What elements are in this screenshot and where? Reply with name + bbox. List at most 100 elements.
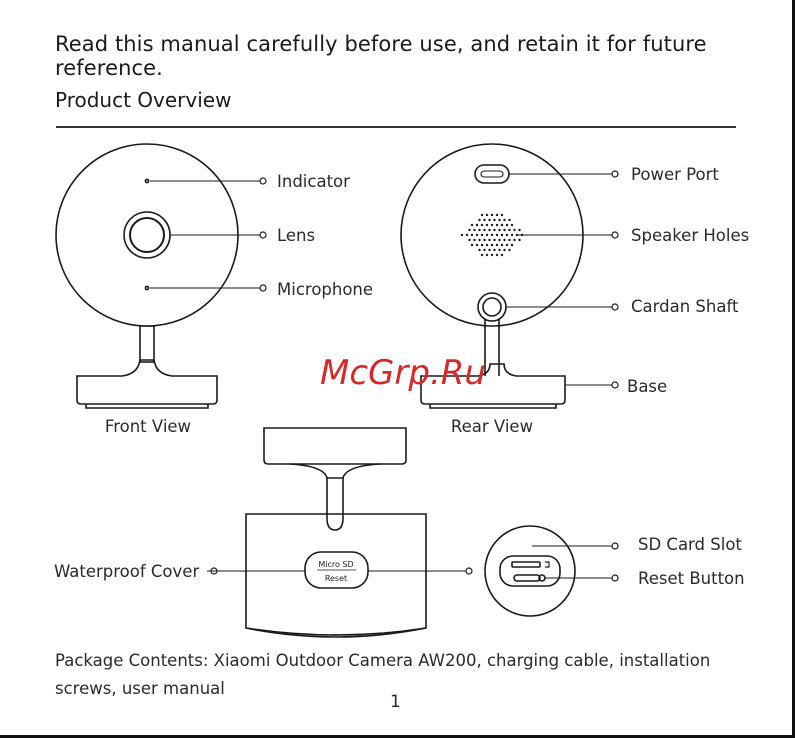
speaker-hole: [485, 243, 489, 247]
bottom-body-curve: [245, 627, 427, 636]
caption-front-view: Front View: [105, 417, 191, 436]
speaker-hole: [500, 213, 504, 217]
speaker-hole: [500, 223, 504, 227]
speaker-holes: [460, 213, 524, 257]
speaker-hole: [488, 238, 491, 242]
label-lens: Lens: [277, 226, 315, 245]
watermark: McGrp.Ru: [320, 353, 486, 393]
label-sd-card-slot: SD Card Slot: [638, 535, 742, 554]
speaker-hole: [495, 243, 499, 247]
speaker-hole: [470, 223, 474, 227]
speaker-hole: [508, 228, 511, 232]
speaker-hole: [470, 233, 474, 237]
bottom-stem: [326, 478, 344, 531]
speaker-hole: [460, 233, 464, 237]
caption-rear-view: Rear View: [451, 417, 533, 436]
label-power-port: Power Port: [631, 165, 719, 184]
speaker-hole: [483, 238, 486, 242]
detail-slot-plate: [499, 555, 561, 587]
speaker-hole: [473, 228, 476, 232]
speaker-hole: [495, 223, 499, 227]
rear-base: [420, 363, 566, 405]
speaker-hole: [518, 228, 521, 232]
front-view-camera: [55, 143, 267, 409]
speaker-hole: [493, 248, 496, 252]
speaker-hole: [485, 253, 489, 257]
speaker-hole: [508, 238, 511, 242]
speaker-hole: [503, 238, 506, 242]
speaker-hole: [488, 218, 491, 222]
speaker-hole: [488, 228, 491, 232]
label-reset-button: Reset Button: [638, 569, 745, 588]
speaker-hole: [480, 243, 484, 247]
speaker-hole: [505, 223, 509, 227]
speaker-hole: [473, 238, 476, 242]
rear-shaft: [484, 318, 500, 376]
intro-text: Read this manual carefully before use, a…: [55, 32, 707, 80]
rear-cardan-inner: [482, 297, 502, 317]
package-contents: Package Contents: Xiaomi Outdoor Camera …: [55, 651, 711, 698]
bottom-view-camera: [207, 427, 619, 638]
speaker-hole: [500, 253, 504, 257]
sd-card-slot: [511, 561, 541, 568]
speaker-hole: [493, 228, 496, 232]
speaker-hole: [480, 253, 484, 257]
speaker-hole: [483, 248, 486, 252]
speaker-hole: [480, 213, 484, 217]
detail-circle: [484, 525, 576, 617]
speaker-hole: [478, 248, 481, 252]
page-border-right: [792, 0, 795, 738]
speaker-hole: [495, 233, 499, 237]
speaker-hole: [490, 213, 494, 217]
speaker-hole: [468, 238, 471, 242]
front-base-shadow: [85, 404, 209, 409]
speaker-hole: [513, 228, 516, 232]
speaker-hole: [478, 238, 481, 242]
label-indicator: Indicator: [277, 172, 350, 191]
speaker-hole: [508, 218, 511, 222]
speaker-hole: [510, 223, 514, 227]
speaker-hole: [480, 233, 484, 237]
speaker-hole: [495, 253, 499, 257]
speaker-hole: [500, 243, 504, 247]
speaker-hole: [488, 248, 491, 252]
label-waterproof-cover: Waterproof Cover: [54, 562, 199, 581]
speaker-hole: [503, 248, 506, 252]
speaker-hole: [513, 238, 516, 242]
speaker-hole: [475, 243, 479, 247]
cover-text-reset: Reset: [325, 574, 347, 583]
speaker-hole: [515, 233, 519, 237]
front-mic-dot: [144, 285, 150, 291]
speaker-hole: [483, 218, 486, 222]
label-microphone: Microphone: [277, 280, 373, 299]
speaker-hole: [478, 228, 481, 232]
front-base: [76, 359, 218, 405]
speaker-hole: [485, 233, 489, 237]
speaker-hole: [480, 223, 484, 227]
speaker-hole: [485, 213, 489, 217]
speaker-hole: [495, 213, 499, 217]
speaker-hole: [505, 233, 509, 237]
speaker-hole: [505, 243, 509, 247]
speaker-hole: [510, 243, 514, 247]
speaker-hole: [498, 238, 501, 242]
rear-base-shadow: [429, 404, 557, 409]
speaker-hole: [500, 233, 504, 237]
speaker-hole: [490, 253, 494, 257]
reset-button-slot: [513, 574, 541, 582]
speaker-hole: [503, 218, 506, 222]
speaker-hole: [475, 223, 479, 227]
speaker-hole: [498, 228, 501, 232]
speaker-hole: [518, 238, 521, 242]
title-divider: [56, 126, 736, 128]
speaker-hole: [493, 218, 496, 222]
bottom-mount-flare: [289, 463, 381, 479]
speaker-hole: [520, 233, 524, 237]
label-base: Base: [627, 377, 667, 396]
speaker-hole: [498, 248, 501, 252]
front-indicator-dot: [144, 178, 150, 184]
label-speaker-holes: Speaker Holes: [631, 226, 749, 245]
speaker-hole: [478, 218, 481, 222]
section-title: Product Overview: [55, 88, 232, 112]
